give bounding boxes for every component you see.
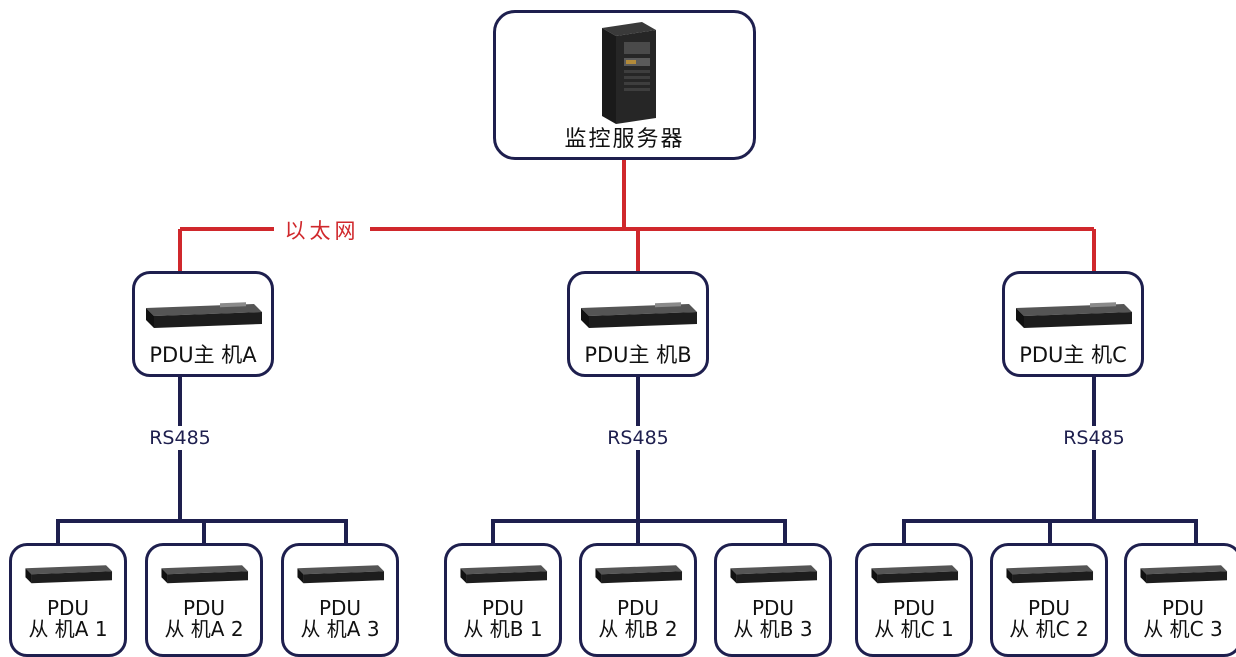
rs485-label-a: RS485: [130, 426, 230, 450]
pdu-slave-type: PDU: [182, 596, 226, 620]
pdu-slave-id: 从 机A 1: [28, 617, 108, 641]
pdu-slave-type: PDU: [318, 596, 362, 620]
pdu-device-icon: [146, 302, 262, 328]
pdu-device-icon: [581, 302, 697, 328]
pdu-master-label: PDU主 机A: [149, 342, 257, 367]
server-label: 监控服务器: [564, 126, 685, 152]
pdu-slave-type: PDU: [892, 596, 936, 620]
pdu-device-icon: [297, 565, 385, 584]
pdu-device-icon: [1016, 302, 1132, 328]
pdu-slave-id: 从 机C 3: [1143, 617, 1223, 641]
pdu-device-icon: [871, 565, 959, 584]
pdu-slave-c1-node[interactable]: PDU 从 机C 1: [855, 543, 973, 657]
pdu-slave-id: 从 机B 3: [733, 617, 813, 641]
rs485-label-b: RS485: [588, 426, 688, 450]
pdu-slave-id: 从 机A 3: [300, 617, 380, 641]
pdu-slave-id: 从 机C 1: [874, 617, 954, 641]
ethernet-label: 以太网: [274, 216, 370, 244]
pdu-slave-type: PDU: [751, 596, 795, 620]
pdu-device-icon: [460, 565, 548, 584]
pdu-slave-b3-node[interactable]: PDU 从 机B 3: [714, 543, 832, 657]
pdu-device-icon: [730, 565, 818, 584]
monitoring-server-node[interactable]: 监控服务器: [493, 10, 756, 160]
pdu-slave-id: 从 机C 2: [1009, 617, 1089, 641]
pdu-slave-type: PDU: [616, 596, 660, 620]
pdu-device-icon: [595, 565, 683, 584]
pdu-slave-a3-node[interactable]: PDU 从 机A 3: [281, 543, 399, 657]
pdu-master-a-node[interactable]: PDU主 机A: [132, 271, 274, 377]
pdu-slave-a1-node[interactable]: PDU 从 机A 1: [9, 543, 127, 657]
pdu-master-label: PDU主 机C: [1019, 342, 1127, 367]
rs485-label-c: RS485: [1044, 426, 1144, 450]
pdu-slave-c3-node[interactable]: PDU 从 机C 3: [1124, 543, 1236, 657]
pdu-master-c-node[interactable]: PDU主 机C: [1002, 271, 1144, 377]
pdu-device-icon: [25, 565, 113, 584]
pdu-slave-b1-node[interactable]: PDU 从 机B 1: [444, 543, 562, 657]
pdu-device-icon: [1006, 565, 1094, 584]
tower-server-icon: [601, 21, 656, 124]
pdu-slave-type: PDU: [1027, 596, 1071, 620]
pdu-slave-b2-node[interactable]: PDU 从 机B 2: [579, 543, 697, 657]
pdu-master-label: PDU主 机B: [584, 342, 692, 367]
pdu-slave-type: PDU: [1161, 596, 1205, 620]
pdu-slave-type: PDU: [481, 596, 525, 620]
pdu-slave-type: PDU: [46, 596, 90, 620]
pdu-slave-a2-node[interactable]: PDU 从 机A 2: [145, 543, 263, 657]
pdu-master-b-node[interactable]: PDU主 机B: [567, 271, 709, 377]
pdu-slave-id: 从 机B 1: [463, 617, 543, 641]
pdu-slave-id: 从 机A 2: [164, 617, 244, 641]
pdu-slave-c2-node[interactable]: PDU 从 机C 2: [990, 543, 1108, 657]
pdu-device-icon: [161, 565, 249, 584]
pdu-slave-id: 从 机B 2: [598, 617, 678, 641]
pdu-device-icon: [1140, 565, 1228, 584]
